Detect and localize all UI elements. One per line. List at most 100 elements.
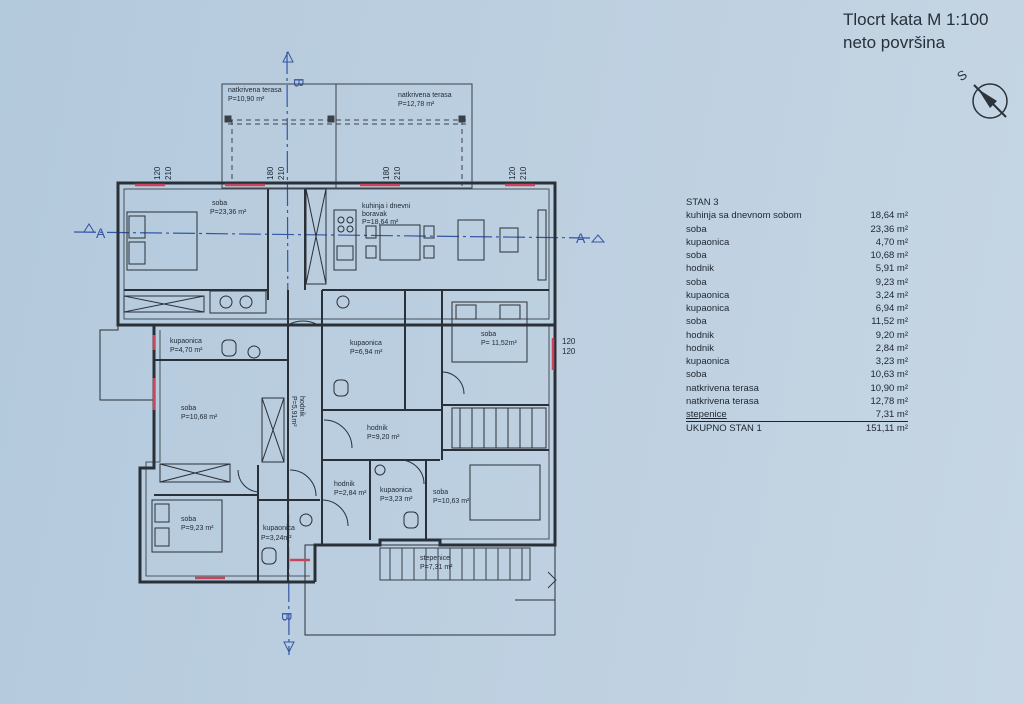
dining-table: [379, 224, 421, 261]
drawing-title: Tlocrt kata M 1:100 neto površina: [843, 8, 989, 54]
legend-total-name: UKUPNO STAN 1: [686, 423, 762, 435]
legend-row-value: 10,68 m²: [870, 250, 909, 261]
terrace-area: [221, 83, 473, 189]
bed-nw: [126, 211, 198, 271]
north-arrow-label: S: [954, 67, 970, 84]
legend-row-value: 12,78 m²: [870, 395, 909, 407]
room-area-terrace1: P=10,90 m²: [228, 96, 265, 103]
legend-row-name: kupaonica: [686, 303, 730, 314]
room-name-stairs: stepenice: [420, 555, 450, 562]
interior-walls: [124, 189, 549, 582]
legend-row-name: kupaonica: [686, 289, 730, 301]
legend-row-value: 9,23 m²: [875, 276, 908, 288]
legend-row-value: 11,52 m²: [871, 316, 908, 328]
legend-row-name: hodnik: [686, 263, 714, 275]
window-dim-5b: 120: [562, 347, 576, 356]
legend-heading: STAN 3: [686, 197, 719, 208]
room-name-soba-se: soba: [433, 489, 448, 496]
legend-row: hodnik 9,20 m²: [686, 329, 908, 342]
room-name-hodnik-s: hodnik: [334, 481, 355, 488]
section-label-a-right: A: [576, 230, 586, 246]
room-name-kitchen: kuhinja i dnevni: [362, 203, 411, 210]
room-name-bath-c: kupaonica: [350, 340, 382, 347]
legend-row-value: 10,90 m²: [870, 382, 909, 394]
room-area-hodnik-s: P=2,84 m²: [334, 490, 367, 497]
north-arrow-icon: S: [954, 67, 1008, 119]
sofa: [457, 219, 485, 261]
room-area-soba-e: P= 11,52m²: [481, 340, 518, 347]
room-name-soba-sw: soba: [181, 516, 196, 523]
room-labels: natkrivena terasa P=10,90 m² natkrivena …: [170, 87, 518, 571]
bed-e: [451, 301, 528, 363]
legend-row-name: soba: [686, 250, 707, 261]
legend-row: kupaonica 4,70 m²: [686, 236, 908, 249]
legend-row-value: 3,23 m²: [875, 356, 908, 367]
legend-row: natkrivena terasa 10,90 m²: [686, 382, 908, 395]
room-name-terrace2: natkrivena terasa: [398, 92, 452, 99]
room-area-soba-w: P=10,68 m²: [181, 414, 218, 421]
legend-row-name: hodnik: [686, 342, 714, 354]
section-line-a: A A: [73, 223, 606, 246]
exterior-walls: [99, 181, 557, 636]
legend-row-value: 6,94 m²: [875, 303, 908, 314]
legend-row-name: kuhinja sa dnevnom sobom: [686, 210, 802, 222]
legend-row-name: hodnik: [686, 329, 714, 341]
room-area-bath-s: P=3,23 m²: [380, 496, 413, 503]
legend-row-name: soba: [686, 316, 707, 328]
window-dim-4a: 120: [508, 166, 517, 180]
legend-row: soba 11,52 m²: [686, 315, 908, 328]
legend-row: natkrivena terasa 12,78 m²: [686, 395, 908, 408]
legend-row-value: 4,70 m²: [875, 236, 908, 248]
room-area-stairs: P=7,31 m²: [420, 564, 453, 571]
room-area-bath-c: P=6,94 m²: [350, 349, 383, 356]
section-label-b-bottom: B: [279, 612, 295, 621]
legend-row: soba 10,68 m²: [686, 249, 908, 262]
stairs: [379, 547, 557, 601]
window-dim-3a: 180: [382, 166, 391, 180]
legend-row-name: kupaonica: [686, 356, 730, 367]
legend-row: kupaonica 6,94 m²: [686, 302, 908, 315]
legend-row-value: 9,20 m²: [875, 329, 908, 341]
legend-row: hodnik 5,91 m²: [686, 262, 908, 275]
legend-row-value: 5,91 m²: [875, 263, 908, 275]
room-area-soba-sw: P=9,23 m²: [181, 525, 214, 532]
legend-row-name: natkrivena terasa: [686, 382, 759, 394]
window-dim-4b: 210: [519, 166, 528, 180]
room-area-soba-se: P=10,63 m²: [433, 498, 470, 505]
window-dim-1a: 120: [153, 166, 162, 180]
furniture: [123, 188, 547, 565]
window-dim-3b: 210: [393, 166, 402, 180]
legend-row-value: 3,24 m²: [875, 289, 908, 301]
drawing-title-subtitle: neto površina: [843, 33, 946, 52]
section-line-b: B B: [279, 50, 307, 656]
legend-row: kupaonica 3,23 m²: [686, 355, 908, 368]
room-name-bath-s: kupaonica: [380, 487, 412, 494]
room-area-hodnik-v: P=5,91m²: [290, 396, 297, 427]
room-area-bath-w: P=4,70 m²: [170, 347, 203, 354]
window-dim-2b: 210: [277, 166, 286, 180]
legend-row-value: 18,64 m²: [870, 210, 909, 222]
room-name-hodnik-c: hodnik: [367, 425, 388, 432]
legend-row-name: natkrivena terasa: [686, 395, 759, 407]
legend-row-name: kupaonica: [686, 236, 730, 248]
kitchen-counter: [333, 209, 357, 271]
legend-row: kuhinja sa dnevnom sobom 18,64 m²: [686, 209, 908, 222]
legend-row-value: 7,31 m²: [875, 409, 908, 420]
window-dim-2a: 180: [266, 166, 275, 180]
room-name-soba-nw: soba: [212, 200, 227, 207]
room-name-bath-w: kupaonica: [170, 338, 202, 345]
legend-row: hodnik 2,84 m²: [686, 342, 908, 355]
bed-se: [469, 464, 541, 521]
window-dimensions: 120 210 180 210 180 210 120 210 120 120: [153, 166, 576, 356]
legend-row-value: 2,84 m²: [875, 342, 908, 354]
room-name-kitchen-2: boravak: [362, 211, 387, 218]
legend-total-value: 151,11 m²: [865, 423, 908, 435]
legend-row: kupaonica 3,24 m²: [686, 289, 908, 302]
legend-row-name: stepenice: [686, 409, 727, 420]
